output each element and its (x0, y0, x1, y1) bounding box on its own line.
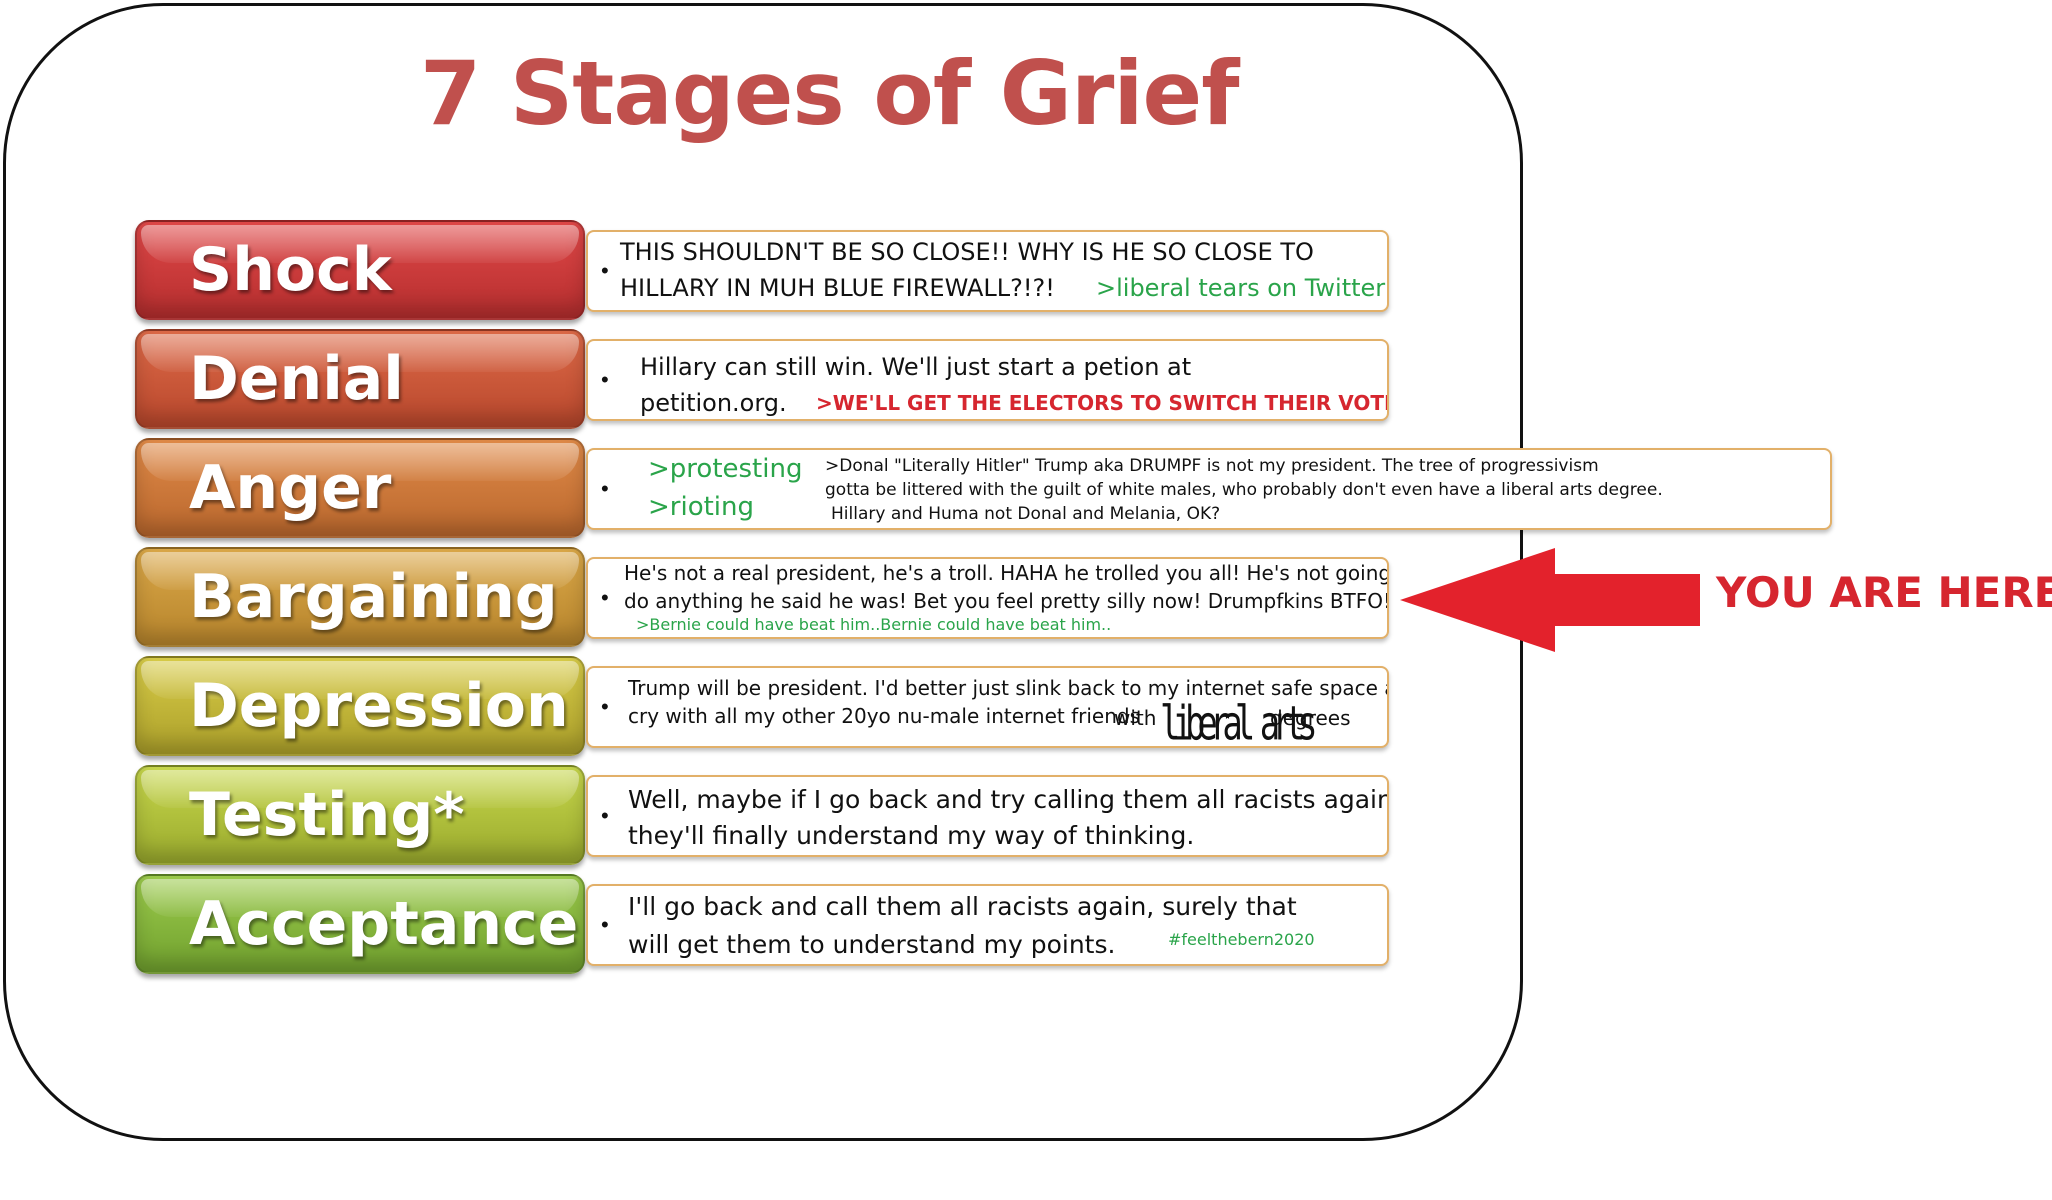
bullet-icon: • (601, 476, 609, 501)
stage-label: Anger (189, 453, 392, 523)
text-line: HILLARY IN MUH BLUE FIREWALL?!?! (620, 274, 1055, 302)
green-caption: #feelthebern2020 (1168, 930, 1315, 949)
stage-testing-text-box: • Well, maybe if I go back and try calli… (586, 775, 1389, 857)
text-line: >Donal "Literally Hitler" Trump aka DRUM… (825, 456, 1599, 476)
stage-label: Testing* (189, 780, 465, 850)
text-line: He's not a real president, he's a troll.… (624, 561, 1389, 585)
stage-shock-text-box: • THIS SHOULDN'T BE SO CLOSE!! WHY IS HE… (586, 230, 1389, 312)
stage-acceptance-text-box: • I'll go back and call them all racists… (586, 884, 1389, 966)
stage-acceptance: Acceptance (135, 874, 585, 974)
green-caption: >liberal tears on Twitter (1096, 274, 1386, 302)
bullet-icon: • (601, 912, 609, 937)
bullet-icon: • (601, 803, 609, 828)
text-line: I'll go back and call them all racists a… (628, 892, 1297, 921)
stage-label: Shock (189, 235, 392, 305)
arrow-left-icon (1400, 548, 1700, 652)
green-caption: >protesting (648, 454, 803, 484)
green-caption: >Bernie could have beat him..Bernie coul… (636, 615, 1112, 634)
stage-anger: Anger (135, 438, 585, 538)
text-line: they'll finally understand my way of thi… (628, 821, 1195, 850)
stage-label: Bargaining (189, 562, 558, 632)
bullet-icon: • (601, 258, 609, 283)
stage-shock: Shock (135, 220, 585, 320)
stage-bargaining: Bargaining (135, 547, 585, 647)
stage-depression: Depression (135, 656, 585, 756)
stage-label: Acceptance (189, 889, 579, 959)
you-are-here-label: YOU ARE HERE (1716, 568, 2052, 617)
green-caption: >rioting (648, 492, 755, 522)
text-line: degrees (1270, 706, 1351, 730)
stage-bargaining-text-box: • He's not a real president, he's a trol… (586, 557, 1389, 639)
text-line: Hillary and Huma not Donal and Melania, … (831, 504, 1221, 524)
text-line: gotta be littered with the guilt of whit… (825, 480, 1663, 500)
text-line: Trump will be president. I'd better just… (628, 676, 1389, 700)
stage-denial: Denial (135, 329, 585, 429)
text-line: cry with all my other 20yo nu-male inter… (628, 704, 1140, 728)
text-line: Well, maybe if I go back and try calling… (628, 785, 1389, 814)
red-caption: >WE'LL GET THE ELECTORS TO SWITCH THEIR … (816, 391, 1389, 415)
bullet-icon: • (601, 585, 609, 610)
bullet-icon: • (601, 694, 609, 719)
bullet-icon: • (601, 367, 609, 392)
stage-testing: Testing* (135, 765, 585, 865)
text-line: with (1114, 706, 1157, 730)
stage-anger-text-box: • >protesting >rioting >Donal "Literally… (586, 448, 1832, 530)
text-line: do anything he said he was! Bet you feel… (624, 589, 1389, 613)
liberal-arts-text: liberal arts (1160, 696, 1318, 748)
page-title: 7 Stages of Grief (420, 42, 1240, 145)
text-line: Hillary can still win. We'll just start … (640, 353, 1192, 381)
text-line: will get them to understand my points. (628, 930, 1116, 959)
stage-depression-text-box: • Trump will be president. I'd better ju… (586, 666, 1389, 748)
stage-denial-text-box: • Hillary can still win. We'll just star… (586, 339, 1389, 421)
stage-label: Denial (189, 344, 404, 414)
stage-label: Depression (189, 671, 569, 741)
text-line: petition.org. (640, 389, 787, 417)
text-line: THIS SHOULDN'T BE SO CLOSE!! WHY IS HE S… (620, 238, 1314, 266)
